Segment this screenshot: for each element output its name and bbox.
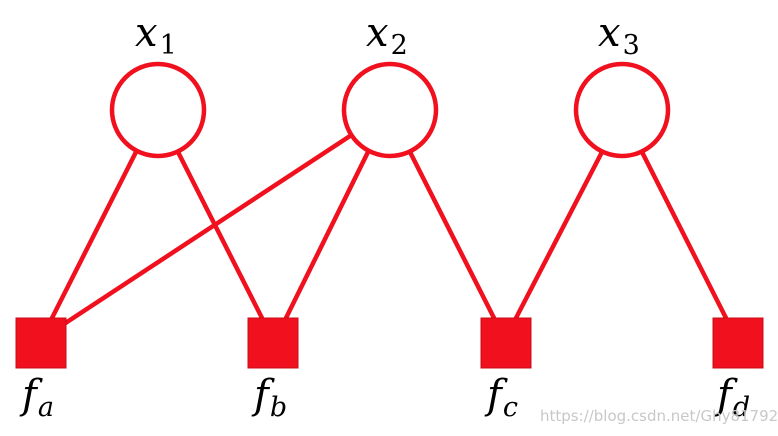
variable-node-x1	[109, 61, 207, 159]
variable-node-x3	[573, 61, 671, 159]
factor-label-subscript: c	[503, 392, 518, 423]
factor-label-fb: fb	[251, 372, 287, 423]
factor-node-fc	[480, 317, 532, 369]
factor-label-subscript: d	[733, 392, 750, 423]
variable-node-x2	[341, 61, 439, 159]
variable-label-base: x	[598, 10, 621, 56]
edge-x2-fb	[283, 149, 371, 321]
factor-label-fa: fa	[19, 372, 54, 423]
variable-label-subscript: 3	[623, 30, 640, 61]
variable-label-subscript: 2	[391, 30, 408, 61]
variable-label-x3: x3	[598, 10, 640, 61]
edge-x2-fa	[61, 133, 353, 327]
factor-label-subscript: a	[38, 392, 54, 423]
edge-x1-fa	[49, 149, 139, 321]
variable-label-base: x	[366, 10, 389, 56]
factor-node-fb	[247, 317, 299, 369]
variable-label-x1: x1	[135, 10, 177, 61]
edge-x2-fc	[407, 149, 497, 321]
edge-x3-fd	[639, 149, 729, 321]
variable-label-x2: x2	[366, 10, 408, 61]
factor-label-subscript: b	[270, 392, 287, 423]
edge-x3-fc	[513, 149, 605, 321]
nodes-layer	[15, 61, 764, 369]
edges-layer	[49, 133, 729, 327]
factor-label-fc: fc	[484, 372, 518, 423]
factor-node-fd	[712, 317, 764, 369]
watermark-text: https://blog.csdn.net/Ghy817920	[540, 407, 778, 425]
edge-x1-fb	[175, 149, 265, 321]
variable-label-base: x	[135, 10, 158, 56]
factor-node-fa	[15, 317, 67, 369]
variable-label-subscript: 1	[160, 30, 177, 61]
